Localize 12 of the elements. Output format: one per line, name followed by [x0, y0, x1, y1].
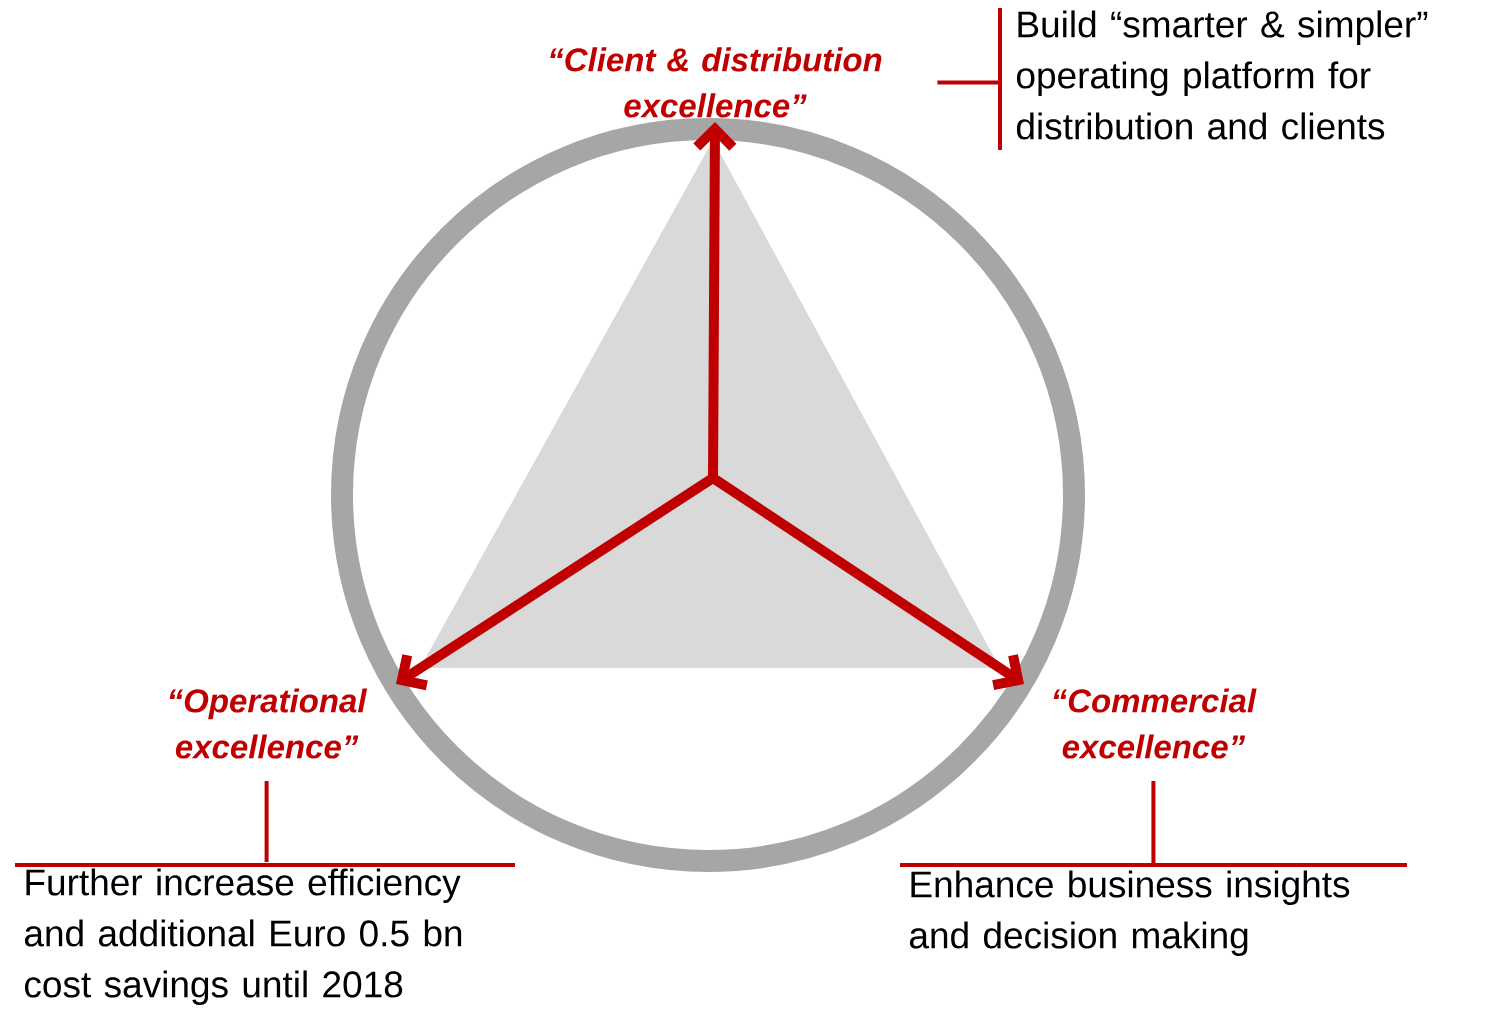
heading-label: “Client & distribution excellence”: [550, 47, 882, 118]
description-text: Further increase efficiency and additional Euro 0.5 bn cost savings until 2018: [15, 863, 515, 1005]
arrow: [710, 473, 1024, 691]
leader-line: [1151, 781, 1156, 864]
heading-label: “Operational excellence”: [169, 688, 368, 759]
arrow: [693, 122, 737, 479]
heading-label: “Commercial excellence”: [1053, 688, 1257, 759]
description-text: Enhance business insights and decision making: [900, 863, 1407, 956]
leader-line: [937, 80, 1000, 85]
description-text: Build “smarter & simpler” operating platform for distribution and clients: [998, 8, 1428, 150]
arrow: [396, 473, 716, 691]
leader-line: [264, 781, 269, 862]
